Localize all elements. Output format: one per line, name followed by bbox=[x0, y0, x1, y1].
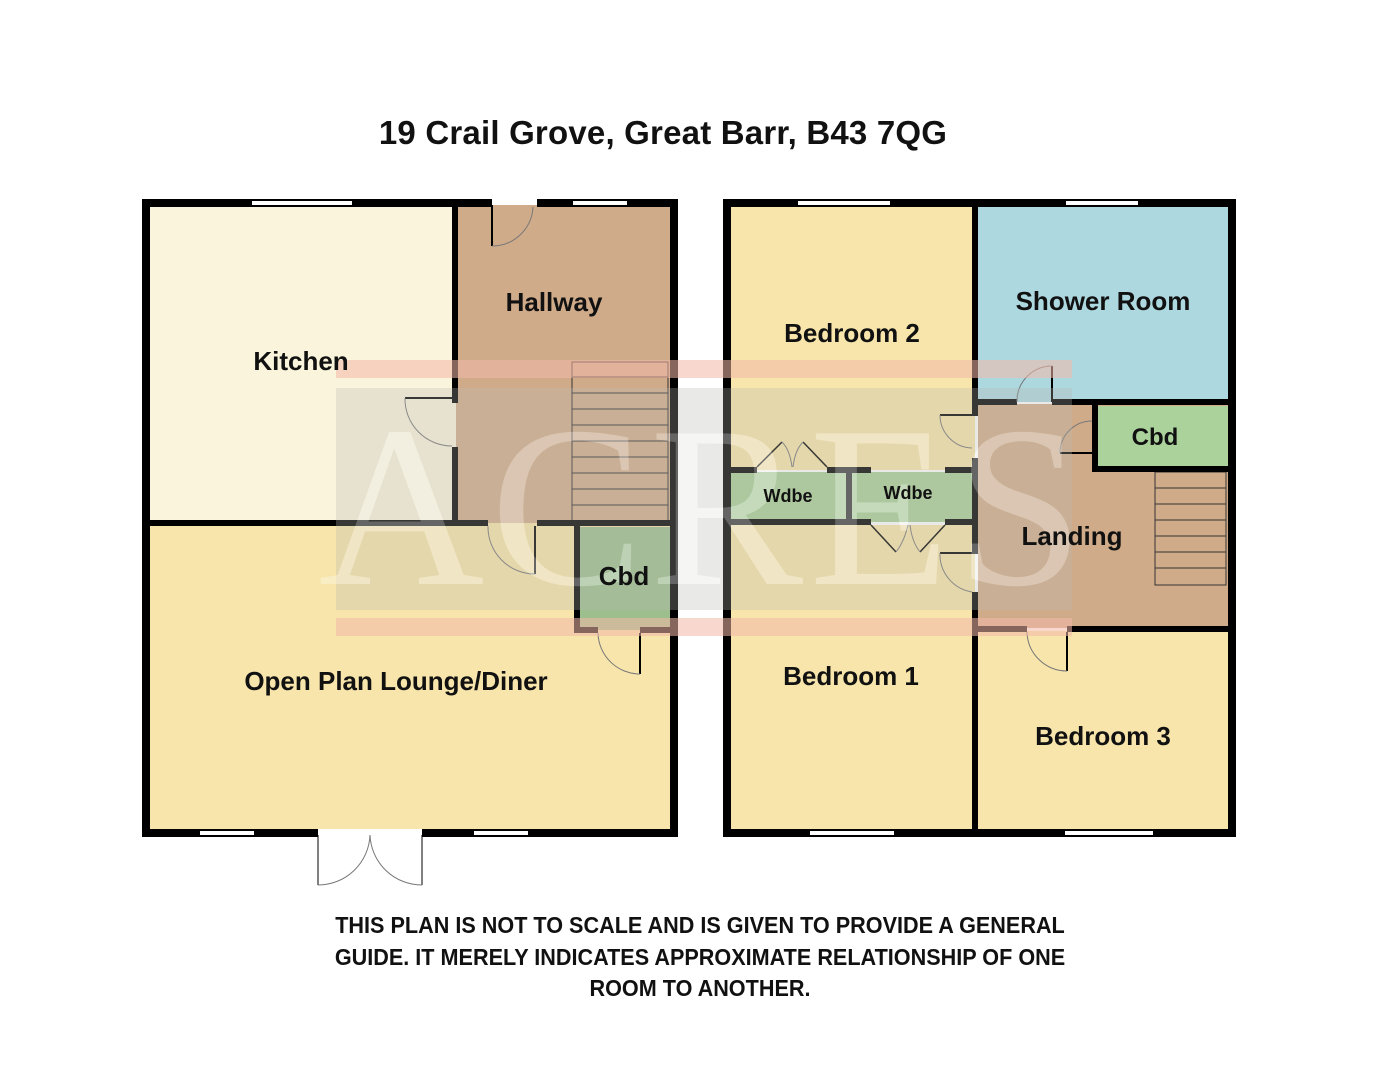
window bbox=[200, 831, 254, 835]
walls-first bbox=[723, 199, 1236, 837]
label-bedroom-3: Bedroom 3 bbox=[1035, 721, 1171, 751]
room-bedroom-1 bbox=[731, 525, 975, 830]
staircase-first bbox=[1154, 471, 1227, 586]
window bbox=[798, 201, 890, 205]
disclaimer-line: GUIDE. IT MERELY INDICATES APPROXIMATE R… bbox=[334, 943, 1066, 970]
window bbox=[573, 201, 627, 205]
room-bedroom-3 bbox=[978, 631, 1228, 830]
window bbox=[1066, 201, 1138, 205]
windows-first bbox=[798, 201, 1153, 835]
watermark-text: ACRES bbox=[318, 379, 1089, 634]
window bbox=[252, 201, 352, 205]
window bbox=[474, 831, 528, 835]
label-landing: Landing bbox=[1021, 521, 1122, 551]
room-labels: Kitchen Hallway Cbd Open Plan Lounge/Din… bbox=[244, 286, 1190, 751]
page-title: 19 Crail Grove, Great Barr, B43 7QG bbox=[378, 114, 948, 151]
window bbox=[1065, 831, 1153, 835]
label-bedroom-2: Bedroom 2 bbox=[784, 318, 920, 348]
disclaimer: THIS PLAN IS NOT TO SCALE AND IS GIVEN T… bbox=[240, 910, 1160, 1005]
label-hallway: Hallway bbox=[506, 287, 603, 317]
acres-watermark: ACRES bbox=[318, 360, 1089, 636]
label-kitchen: Kitchen bbox=[253, 346, 348, 376]
label-wardrobe-1: Wdbe bbox=[764, 486, 813, 506]
label-cupboard-ground: Cbd bbox=[599, 561, 650, 591]
windows-ground bbox=[200, 201, 627, 835]
disclaimer-line: THIS PLAN IS NOT TO SCALE AND IS GIVEN T… bbox=[335, 912, 1065, 938]
room-cupboard-ground bbox=[578, 527, 670, 630]
label-wardrobe-2: Wdbe bbox=[884, 483, 933, 503]
label-bedroom-1: Bedroom 1 bbox=[783, 661, 919, 691]
disclaimer-line: ROOM TO ANOTHER. bbox=[589, 975, 811, 1001]
label-shower-room: Shower Room bbox=[1016, 286, 1191, 316]
label-cupboard-first: Cbd bbox=[1132, 424, 1179, 451]
doors-ground bbox=[317, 205, 641, 886]
label-lounge-diner: Open Plan Lounge/Diner bbox=[244, 666, 547, 696]
window bbox=[810, 831, 894, 835]
room-bedroom-2 bbox=[731, 205, 975, 470]
door-wardrobe-1 bbox=[756, 441, 828, 468]
room-wardrobe-1 bbox=[731, 472, 846, 522]
door-wardrobe-2 bbox=[870, 524, 946, 553]
room-wardrobe-2 bbox=[851, 472, 973, 522]
room-cupboard-first bbox=[1095, 406, 1228, 466]
